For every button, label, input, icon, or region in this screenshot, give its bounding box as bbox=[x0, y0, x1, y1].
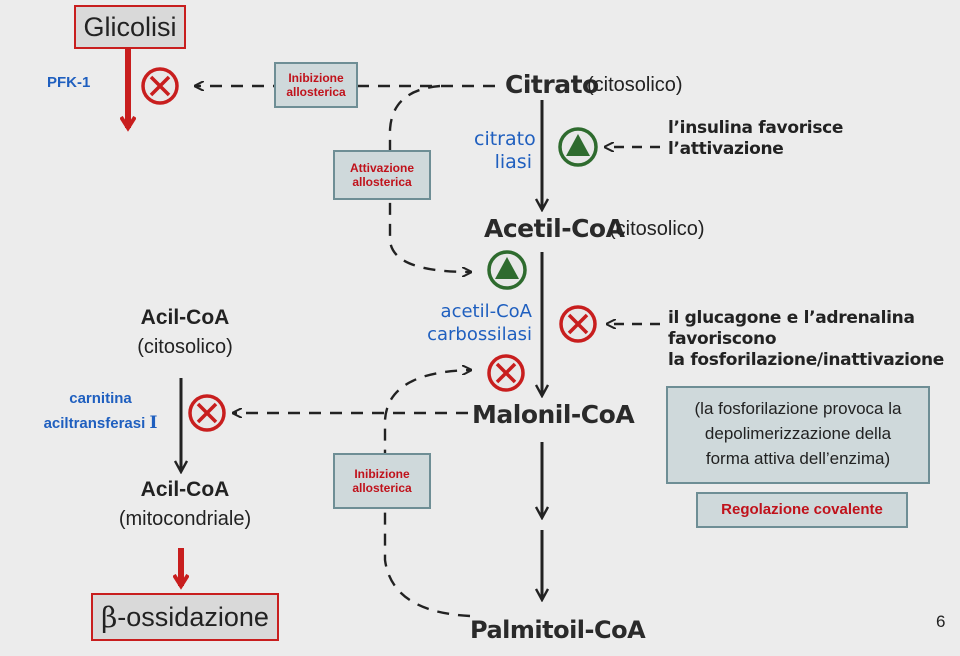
regolazione-box: Regolazione covalente bbox=[696, 492, 908, 528]
dashed-palmitoil-acc bbox=[383, 370, 470, 618]
acil-cyto-sub: (citosolico) bbox=[137, 336, 233, 358]
beta-ossidazione-box: β-ossidazione bbox=[91, 593, 279, 641]
note-line: la fosforilazione/inattivazione bbox=[668, 350, 945, 370]
attivazione-box: Attivazione allosterica bbox=[333, 150, 431, 200]
acil-mito: Acil-CoA (mitocondriale) bbox=[95, 478, 275, 531]
inhibit-icon bbox=[559, 305, 597, 343]
box-line: Inibizione bbox=[354, 467, 410, 481]
pfk-label: PFK-1 bbox=[47, 74, 91, 91]
glucagone-note: il glucagone e l’adrenalina favoriscono … bbox=[668, 308, 944, 371]
malonil-label: Malonil-CoA bbox=[472, 400, 635, 429]
acil-mito-sub: (mitocondriale) bbox=[118, 508, 252, 530]
palmitoil-label: Palmitoil-CoA bbox=[470, 616, 646, 644]
note-line: l’attivazione bbox=[668, 139, 784, 159]
inibizione-box-bottom: Inibizione allosterica bbox=[333, 453, 431, 509]
inhibit-icon bbox=[487, 354, 525, 392]
note-line: depolimerizzazione della bbox=[704, 424, 892, 443]
dashed-citrato-acc bbox=[388, 84, 470, 272]
acil-mito-label: Acil-CoA bbox=[140, 478, 230, 501]
beta-symbol: β bbox=[101, 600, 118, 634]
note-line: il glucagone e l’adrenalina bbox=[668, 308, 915, 328]
enzyme-line: acetil-CoA bbox=[440, 301, 532, 322]
activate-icon bbox=[558, 127, 598, 167]
note-line: l’insulina favorisce bbox=[668, 118, 844, 138]
enzyme-roman: I bbox=[149, 413, 158, 433]
enzyme-line: citrato bbox=[474, 128, 536, 150]
regolazione-label: Regolazione covalente bbox=[721, 501, 883, 518]
glicolisi-box: Glicolisi bbox=[74, 5, 186, 49]
citrato-sub: (citosolico) bbox=[587, 74, 683, 96]
insulina-note: l’insulina favorisce l’attivazione bbox=[668, 118, 843, 160]
box-line: allosterica bbox=[286, 85, 346, 99]
box-line: Attivazione bbox=[349, 161, 414, 175]
carnitina-label: carnitina aciltransferasi I bbox=[18, 387, 183, 436]
note-line: forma attiva dell’enzima) bbox=[705, 449, 891, 468]
box-line: allosterica bbox=[352, 175, 412, 189]
acil-cyto-label: Acil-CoA bbox=[140, 306, 230, 329]
enzyme-line: liasi bbox=[494, 151, 532, 173]
glicolisi-label: Glicolisi bbox=[83, 11, 177, 42]
acil-cyto: Acil-CoA (citosolico) bbox=[105, 306, 265, 359]
note-line: (la fosforilazione provoca la bbox=[694, 399, 902, 418]
citrato-label: Citrato bbox=[505, 70, 599, 99]
citrato-liasi-label: citrato liasi bbox=[474, 128, 536, 174]
inhibit-icon bbox=[141, 67, 179, 105]
fosforilazione-box: (la fosforilazione provoca la depolimeri… bbox=[666, 386, 930, 484]
activate-icon bbox=[487, 250, 527, 290]
inhibit-icon bbox=[188, 394, 226, 432]
acetil-label: Acetil-CoA bbox=[484, 214, 625, 243]
acetil-sub: (citosolico) bbox=[609, 218, 705, 240]
enzyme-line: carbossilasi bbox=[427, 324, 532, 345]
beta-text: -ossidazione bbox=[117, 601, 269, 632]
acc-label: acetil-CoA carbossilasi bbox=[424, 300, 532, 346]
box-line: Inibizione bbox=[288, 71, 344, 85]
note-line: favoriscono bbox=[668, 329, 777, 349]
box-line: allosterica bbox=[352, 481, 412, 495]
page-number: 6 bbox=[936, 612, 946, 631]
enzyme-line: aciltransferasi I bbox=[18, 411, 183, 436]
inibizione-box-top: Inibizione allosterica bbox=[274, 62, 358, 108]
enzyme-line: carnitina bbox=[69, 390, 132, 407]
enzyme-word: aciltransferasi bbox=[43, 415, 146, 432]
